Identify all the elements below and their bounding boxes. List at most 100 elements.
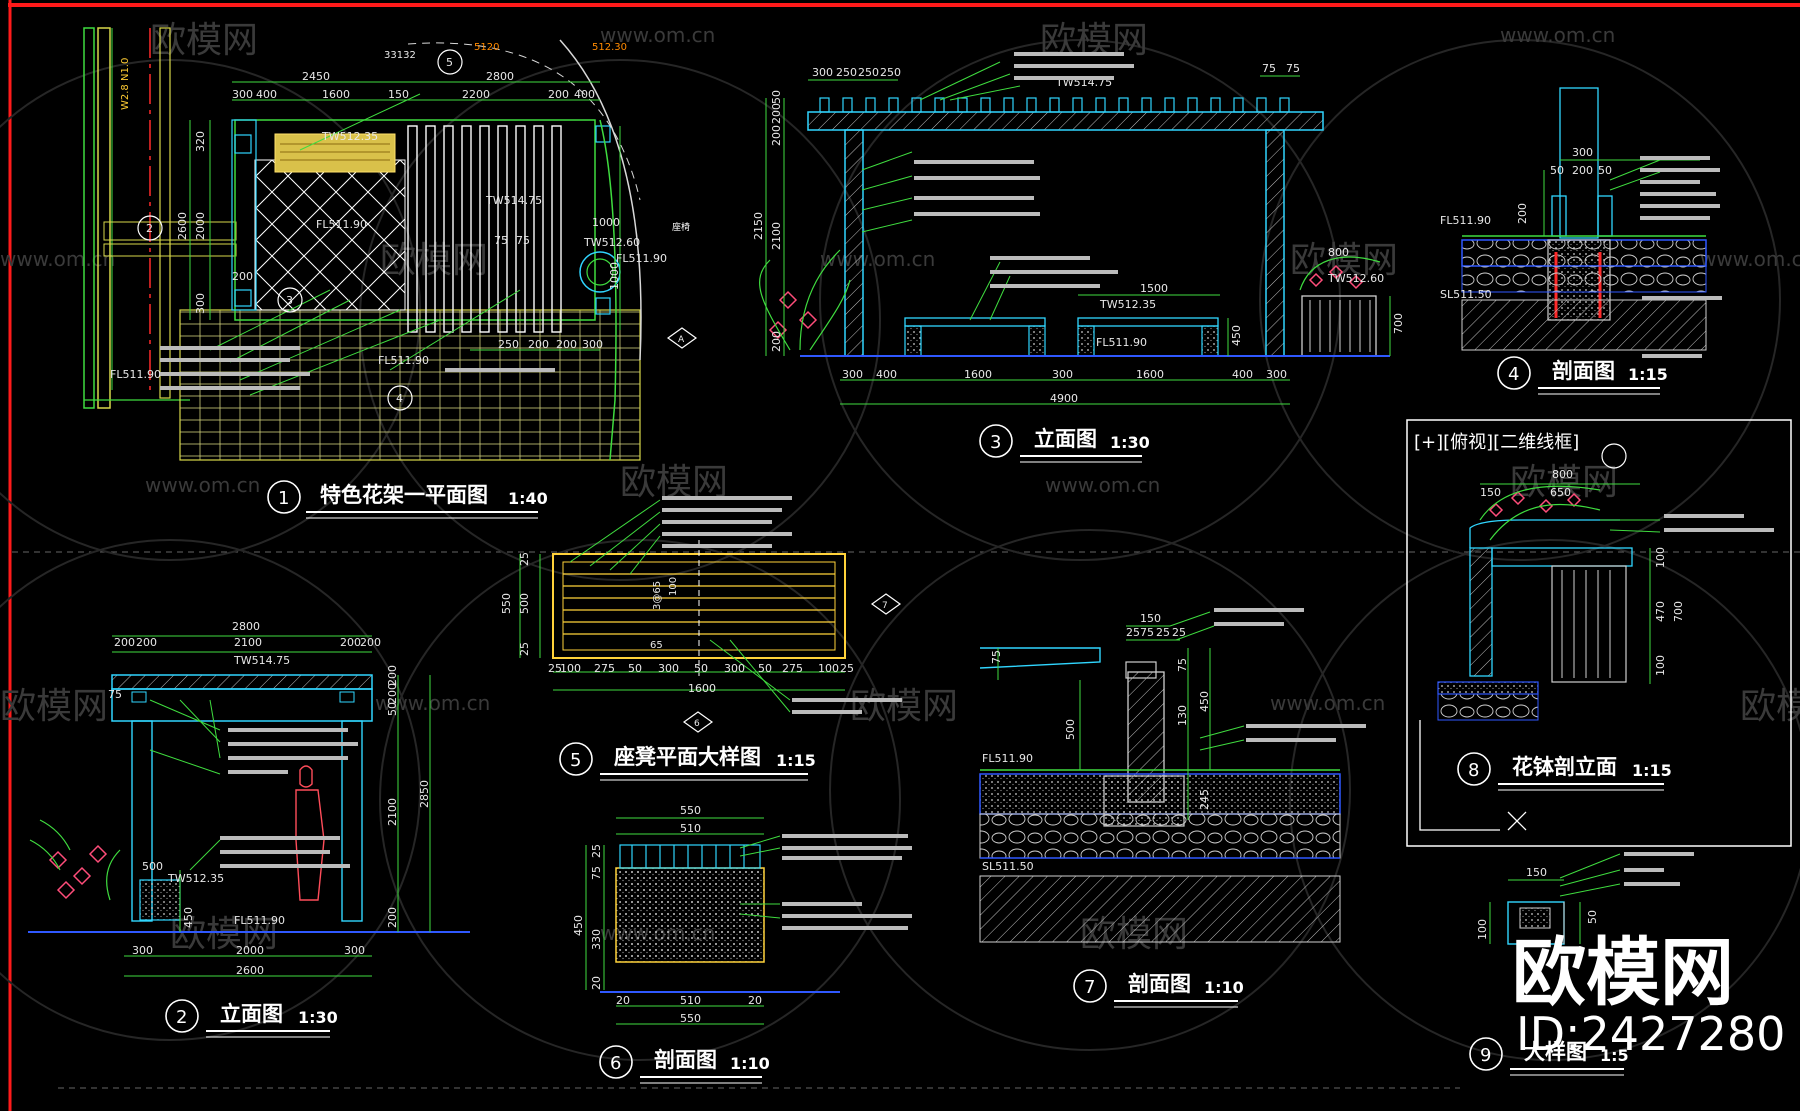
dim: 200 [114, 636, 135, 649]
drawing-scale: 1:40 [508, 489, 548, 508]
dim: 2850 [418, 780, 431, 808]
dim: 1600 [1136, 368, 1164, 381]
dim: 200 [386, 665, 399, 686]
titles: 1 特色花架一平面图 1:40 2 立面图 1:30 3 立面图 1:30 4 … [165, 356, 1672, 1084]
dim: 4900 [1050, 392, 1078, 405]
section-marker-icon: 5 2 3 4 A [137, 49, 698, 411]
level-label: FL511.90 [1096, 336, 1147, 349]
watermark-cn: 欧模网 [1510, 462, 1618, 503]
dim: 75 [1176, 658, 1189, 672]
dim: 75 [1286, 62, 1300, 75]
level-label: TW512.35 [167, 872, 224, 885]
svg-text:5: 5 [446, 56, 453, 69]
dim: 300 [842, 368, 863, 381]
dim: 300 [232, 88, 253, 101]
drawing-scale: 1:5 [1600, 1046, 1629, 1065]
dim: 200 [386, 907, 399, 928]
dim: 300 [132, 944, 153, 957]
drawing-title: 剖面图 [1128, 972, 1191, 996]
annotation-lines [1640, 156, 1722, 358]
drawing-frame [8, 0, 1800, 1111]
dim: 200 [1572, 164, 1593, 177]
level-label: FL511.90 [616, 252, 667, 265]
level-label: FL511.90 [234, 914, 285, 927]
dim: 2600 [176, 212, 189, 240]
dim: 3@65 [652, 581, 663, 610]
dim: 75 [990, 650, 1003, 664]
dim: 65 [650, 640, 663, 651]
sec6-dims: 550 510 25 75 450 330 20 20 510 20 550 [572, 804, 762, 1025]
dim: 300 [582, 338, 603, 351]
dim: 150 [1526, 866, 1547, 879]
elev3-dims: 300 250 250 250 75 75 200 200 50 2150 21… [752, 62, 1405, 405]
dim: 200 [386, 683, 399, 704]
dim: 330 [590, 929, 603, 950]
dim: 2800 [486, 70, 514, 83]
dim: 25 [1172, 626, 1186, 639]
dim: 2000 [194, 212, 207, 240]
dim: 470 [1654, 601, 1667, 622]
watermark-cn: 欧模网 [1740, 686, 1800, 727]
dim: 100 [668, 577, 679, 596]
dim: 400 [1232, 368, 1253, 381]
drawing-number: 8 [1468, 760, 1479, 781]
dim: 550 [500, 593, 513, 614]
drawing-scale: 1:30 [298, 1008, 338, 1027]
elevation-drawing-3: 300 250 250 250 75 75 200 200 50 2150 21… [752, 52, 1405, 405]
annotation-lines [914, 52, 1134, 288]
watermark-url: www.om.cn [375, 691, 490, 715]
dim: 75 [1140, 626, 1154, 639]
dim: 200 [548, 88, 569, 101]
dim: 200 [1516, 203, 1529, 224]
dim: 1600 [964, 368, 992, 381]
drawing-number: 3 [990, 432, 1001, 453]
section-drawing-4: 300 50 200 50 200 FL511.90 SL511.50 [1440, 87, 1722, 358]
dim: 25 [518, 552, 531, 566]
flower-icon [768, 264, 1364, 340]
annotation-lines [1664, 514, 1774, 532]
watermark-url: www.om.cn [145, 473, 260, 497]
dim: 50 [1550, 164, 1564, 177]
dim: 25 [1126, 626, 1140, 639]
dim: 1500 [1140, 282, 1168, 295]
dim: 300 [1052, 368, 1073, 381]
drawing-title: 立面图 [220, 1002, 283, 1026]
dim: 75 [108, 688, 122, 701]
watermark-url: www.om.cn [1700, 247, 1800, 271]
dim: 250 [498, 338, 519, 351]
flower-icon [1488, 490, 1582, 518]
dim: 50 [758, 662, 772, 675]
annotation-lines [662, 496, 902, 714]
dim: 450 [1198, 691, 1211, 712]
viewport-label: [+][俯视][二维线框] [1414, 432, 1579, 453]
drawing-title: 特色花架一平面图 [320, 483, 488, 507]
dim: 2100 [770, 222, 783, 250]
drawing-title: 大样图 [1524, 1040, 1587, 1064]
level-label: TW514.75 [485, 194, 542, 207]
svg-text:A: A [678, 335, 685, 345]
dim: 500 [518, 593, 531, 614]
dim: 20 [590, 976, 603, 990]
dim: 200 [528, 338, 549, 351]
svg-text:7: 7 [882, 601, 888, 611]
level-label: FL511.90 [110, 368, 161, 381]
dim: 75 [1262, 62, 1276, 75]
drawing-scale: 1:15 [1628, 365, 1668, 384]
dim: 20 [748, 994, 762, 1007]
drawing-title: 剖面图 [1552, 359, 1615, 383]
dim: 275 [594, 662, 615, 675]
dim: 512.30 [592, 42, 627, 53]
dim: 510 [680, 822, 701, 835]
dim: 50 [1586, 910, 1599, 924]
dim: 510 [680, 994, 701, 1007]
dim: 400 [256, 88, 277, 101]
annotation-lines [160, 346, 555, 390]
sec7-dims: 150 25 75 25 25 75 130 450 245 75 500 FL… [982, 612, 1211, 873]
brand-name: 欧模网 [1512, 930, 1734, 1016]
plant-icon [29, 819, 121, 901]
dim: 500 [1064, 719, 1077, 740]
dim: 150 [1140, 612, 1161, 625]
dim: 50 [1598, 164, 1612, 177]
dim: 20 [616, 994, 630, 1007]
axis-icon [1419, 720, 1527, 831]
